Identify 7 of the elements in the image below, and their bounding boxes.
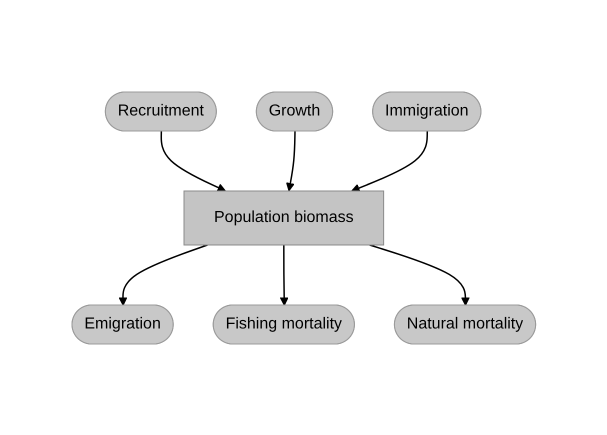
arrow bbox=[279, 244, 288, 306]
arrow bbox=[160, 130, 226, 192]
node-box: Population biomass bbox=[183, 190, 384, 245]
arrow bbox=[350, 130, 428, 192]
arrow bbox=[118, 244, 208, 306]
arrow bbox=[369, 244, 470, 306]
arrow bbox=[286, 130, 296, 191]
